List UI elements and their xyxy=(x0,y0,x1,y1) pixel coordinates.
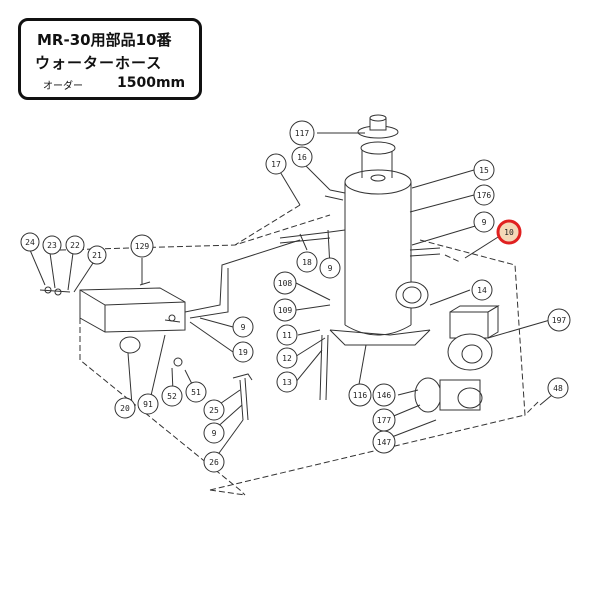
part-name: ウォーターホース xyxy=(35,54,163,72)
svg-text:116: 116 xyxy=(353,391,368,400)
callout-12 xyxy=(276,347,298,369)
callout-9d xyxy=(203,422,225,444)
callout-19 xyxy=(232,341,254,363)
svg-text:10: 10 xyxy=(504,228,514,237)
callout-21 xyxy=(87,245,107,265)
callout-9b xyxy=(319,257,341,279)
svg-text:91: 91 xyxy=(143,400,153,409)
callout-26 xyxy=(203,451,225,473)
svg-text:23: 23 xyxy=(47,241,57,250)
callout-17 xyxy=(265,153,287,175)
svg-text:9: 9 xyxy=(241,323,246,332)
callout-10-highlighted xyxy=(496,219,522,245)
svg-text:12: 12 xyxy=(282,354,292,363)
svg-text:26: 26 xyxy=(209,458,219,467)
svg-text:176: 176 xyxy=(477,191,492,200)
svg-text:9: 9 xyxy=(212,429,217,438)
svg-text:19: 19 xyxy=(238,348,248,357)
svg-text:146: 146 xyxy=(377,391,392,400)
svg-text:109: 109 xyxy=(278,306,293,315)
svg-text:22: 22 xyxy=(70,241,80,250)
callout-116 xyxy=(348,383,372,407)
callout-22 xyxy=(65,235,85,255)
callout-11 xyxy=(276,324,298,346)
part-label-box: MR-30用部品10番 ウォーターホース オーダー 1500mm xyxy=(18,18,202,100)
callout-13 xyxy=(276,371,298,393)
svg-text:20: 20 xyxy=(120,404,130,413)
svg-text:52: 52 xyxy=(167,392,177,401)
svg-text:14: 14 xyxy=(477,286,487,295)
svg-text:117: 117 xyxy=(295,129,310,138)
svg-text:108: 108 xyxy=(278,279,293,288)
callout-9c xyxy=(232,316,254,338)
svg-text:9: 9 xyxy=(482,218,487,227)
svg-text:21: 21 xyxy=(92,251,102,260)
callout-117 xyxy=(289,120,315,146)
callout-108 xyxy=(273,271,297,295)
svg-text:18: 18 xyxy=(302,258,312,267)
callout-51 xyxy=(185,381,207,403)
part-number-title: MR-30用部品10番 xyxy=(37,31,172,49)
callout-146 xyxy=(372,383,396,407)
svg-text:48: 48 xyxy=(553,384,563,393)
callout-52 xyxy=(161,385,183,407)
callout-25 xyxy=(203,399,225,421)
callout-20 xyxy=(114,397,136,419)
svg-text:147: 147 xyxy=(377,438,392,447)
callout-91 xyxy=(137,393,159,415)
svg-text:129: 129 xyxy=(135,242,150,251)
svg-text:16: 16 xyxy=(297,153,307,162)
callout-48 xyxy=(547,377,569,399)
order-label: オーダー xyxy=(43,81,83,92)
callout-16 xyxy=(291,146,313,168)
callout-109 xyxy=(273,298,297,322)
length-value: 1500mm xyxy=(117,75,186,91)
callout-147 xyxy=(372,430,396,454)
svg-text:197: 197 xyxy=(552,316,567,325)
svg-text:177: 177 xyxy=(377,416,392,425)
callout-9 xyxy=(473,211,495,233)
svg-text:9: 9 xyxy=(328,264,333,273)
svg-text:51: 51 xyxy=(191,388,201,397)
callout-23 xyxy=(42,235,62,255)
callout-24 xyxy=(20,232,40,252)
callout-15 xyxy=(473,159,495,181)
callout-129 xyxy=(130,234,154,258)
svg-text:24: 24 xyxy=(25,238,35,247)
svg-text:13: 13 xyxy=(282,378,292,387)
callout-197 xyxy=(547,308,571,332)
svg-text:17: 17 xyxy=(271,160,281,169)
callout-14 xyxy=(471,279,493,301)
callout-18 xyxy=(296,251,318,273)
callout-176 xyxy=(473,184,495,206)
svg-text:15: 15 xyxy=(479,166,489,175)
svg-text:25: 25 xyxy=(209,406,219,415)
svg-text:11: 11 xyxy=(282,331,292,340)
